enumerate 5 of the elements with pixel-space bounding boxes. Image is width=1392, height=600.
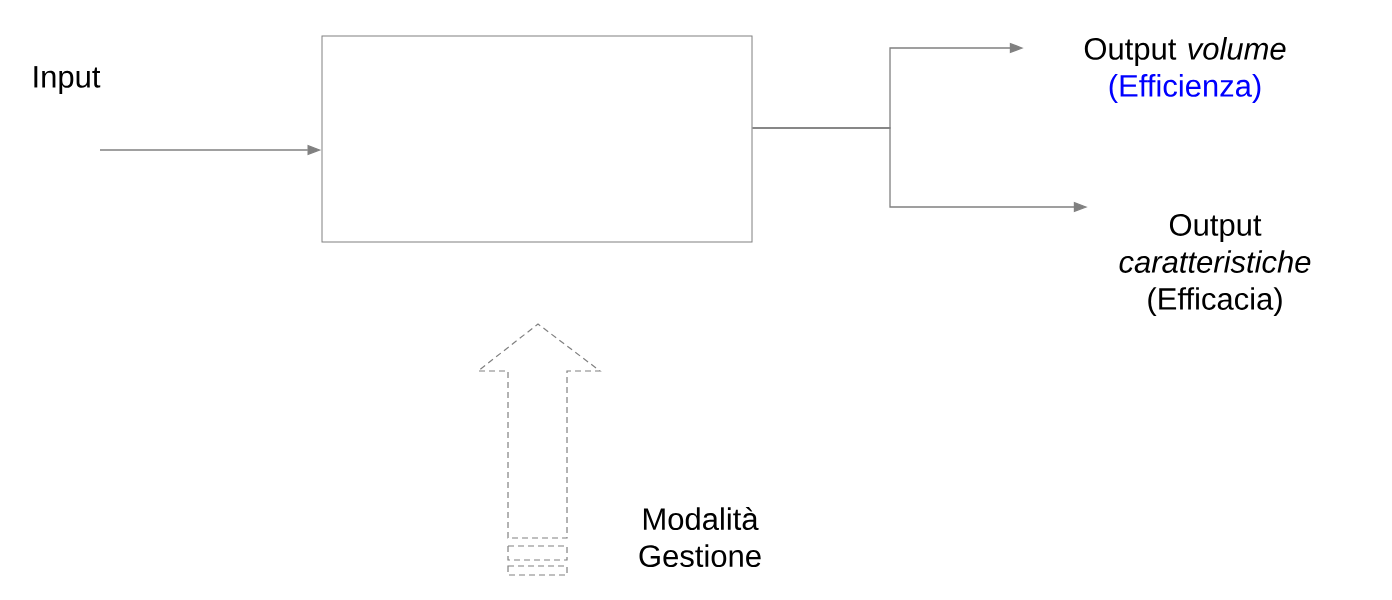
- side-label: Modalità Gestione: [639, 506, 761, 568]
- output-label: Output volume (Efficienza): [1084, 37, 1286, 103]
- input-label: Input: [34, 66, 101, 94]
- process-box: [321, 35, 753, 243]
- output-label: Output caratteristiche (Efficacia): [1119, 214, 1311, 317]
